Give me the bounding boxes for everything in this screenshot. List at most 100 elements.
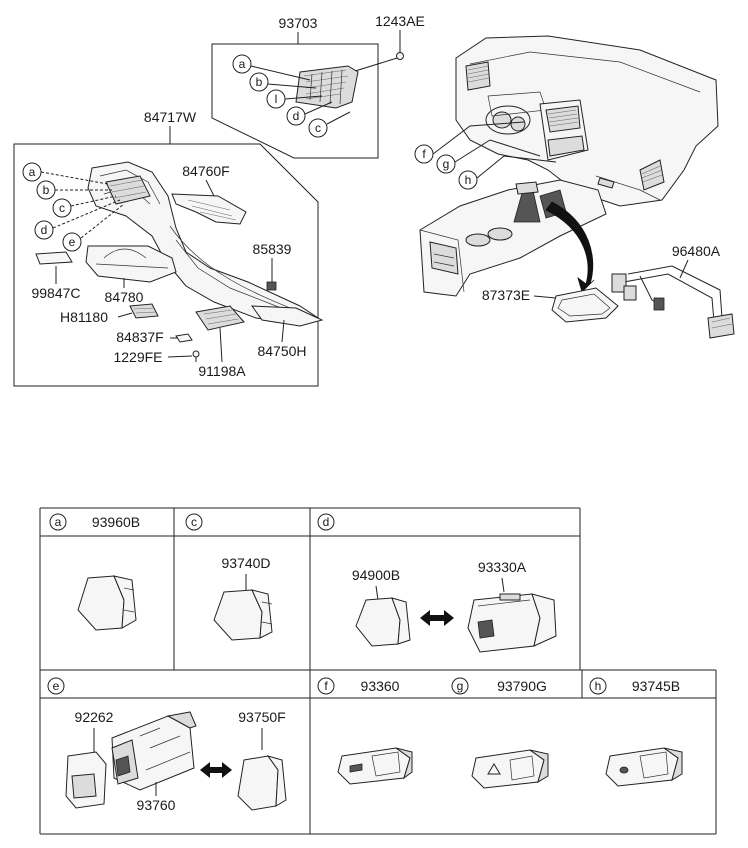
label-93740D: 93740D <box>221 555 270 571</box>
label-84837F: 84837F <box>116 329 163 345</box>
svg-text:c: c <box>59 201 65 215</box>
svg-text:f: f <box>422 147 426 161</box>
svg-text:d: d <box>323 515 330 529</box>
callout-a-top: a <box>232 54 311 81</box>
callout-b-top: b <box>249 72 317 92</box>
svg-text:h: h <box>465 173 472 187</box>
label-93745B: 93745B <box>632 678 680 694</box>
svg-text:c: c <box>315 121 321 135</box>
svg-text:f: f <box>324 679 328 693</box>
part-87373E: 87373E <box>482 287 619 323</box>
glove-box-handle <box>597 177 615 189</box>
dashboard-top-edge <box>469 51 701 93</box>
callout-g: g <box>436 139 541 174</box>
callout-c-top: c <box>308 111 351 138</box>
svg-text:b: b <box>43 183 50 197</box>
switch-93745B <box>605 747 683 787</box>
crash-pad-lower-panel <box>87 161 320 325</box>
callout-l-top: l <box>266 89 323 109</box>
switch-92262 <box>65 751 107 809</box>
switch-93790G <box>471 749 549 789</box>
switch-bracket-frame <box>211 43 379 159</box>
svg-text:a: a <box>55 515 62 529</box>
svg-text:d: d <box>293 109 300 123</box>
label-1243AE: 1243AE <box>375 13 425 29</box>
svg-text:h: h <box>595 679 602 693</box>
svg-text:g: g <box>457 679 464 693</box>
label-93960B: 93960B <box>92 514 140 530</box>
switch-93760 <box>111 711 197 791</box>
svg-text:a: a <box>29 165 36 179</box>
label-84760F: 84760F <box>182 163 229 179</box>
label-84750H: 84750H <box>257 343 306 359</box>
part-96480A: 96480A <box>611 243 735 339</box>
dashboard-vent-left <box>465 61 491 91</box>
cell-e: e 92262 93760 93750F <box>47 677 287 813</box>
label-96480A: 96480A <box>672 243 721 259</box>
switch-93750F <box>237 755 287 811</box>
callout-f: f <box>414 121 525 164</box>
label-92262: 92262 <box>75 709 114 725</box>
switch-bracket <box>295 65 359 109</box>
part-84837F: 84837F <box>116 329 193 345</box>
svg-text:d: d <box>41 223 48 237</box>
label-91198A: 91198A <box>198 363 246 379</box>
label-1229FE: 1229FE <box>113 349 162 365</box>
part-H81180: H81180 <box>60 303 159 325</box>
svg-text:l: l <box>275 92 278 106</box>
part-91198A: 91198A <box>195 305 246 379</box>
cell-a: a 93960B <box>49 513 140 631</box>
part-84780: 84780 <box>85 245 177 305</box>
svg-text:b: b <box>256 75 263 89</box>
switch-94900B <box>355 597 411 647</box>
svg-text:c: c <box>191 515 197 529</box>
double-arrow-e <box>200 762 232 778</box>
dashboard-vent-right <box>639 159 665 191</box>
label-84780: 84780 <box>105 289 144 305</box>
part-84750H: 84750H <box>250 305 324 359</box>
part-99847C: 99847C <box>31 251 81 301</box>
switch-93330A <box>467 593 557 653</box>
label-93760: 93760 <box>137 797 176 813</box>
label-93750F: 93750F <box>238 709 285 725</box>
part-85839: 85839 <box>253 241 292 291</box>
svg-text:g: g <box>443 157 450 171</box>
label-H81180: H81180 <box>60 309 108 325</box>
dashboard-assembly: f g h 87373E 96480A <box>414 35 735 339</box>
switch-93360 <box>337 747 413 785</box>
label-85839: 85839 <box>253 241 292 257</box>
cell-c: c 93740D <box>185 513 273 641</box>
shift-boot-arrow <box>545 201 595 293</box>
label-93790G: 93790G <box>497 678 547 694</box>
switch-93960B <box>77 575 137 631</box>
label-94900B: 94900B <box>352 567 400 583</box>
double-arrow-d <box>420 610 454 626</box>
svg-text:e: e <box>69 235 76 249</box>
cell-f: f 93360 <box>317 677 413 785</box>
callout-h: h <box>458 155 557 190</box>
cell-h: h 93745B <box>589 677 683 787</box>
svg-text:a: a <box>239 57 246 71</box>
switch-93740D <box>213 589 273 641</box>
screw-1243AE <box>351 52 404 73</box>
crash-pad-lower-group: 84717W 84760F 85839 a <box>13 109 324 387</box>
label-99847C: 99847C <box>31 285 80 301</box>
part-84760F: 84760F <box>171 163 247 225</box>
label-93703: 93703 <box>279 15 318 31</box>
label-93360: 93360 <box>361 678 400 694</box>
switch-bracket-group: 93703 1243AE a b l <box>211 13 425 159</box>
part-1229FE: 1229FE <box>113 349 200 365</box>
cell-d: d 94900B 93330A <box>317 513 557 653</box>
callout-a-left: a <box>22 162 109 185</box>
callout-e-left: e <box>62 203 125 252</box>
callout-c-left: c <box>52 195 117 218</box>
label-93330A: 93330A <box>478 559 527 575</box>
crash-pad-lower-frame <box>13 143 319 387</box>
cell-g: g 93790G <box>451 677 549 789</box>
label-84717W: 84717W <box>144 109 197 125</box>
callout-b-left: b <box>36 180 112 200</box>
callout-d-left: d <box>34 199 121 240</box>
callout-d-top: d <box>286 101 333 126</box>
svg-text:e: e <box>53 679 60 693</box>
